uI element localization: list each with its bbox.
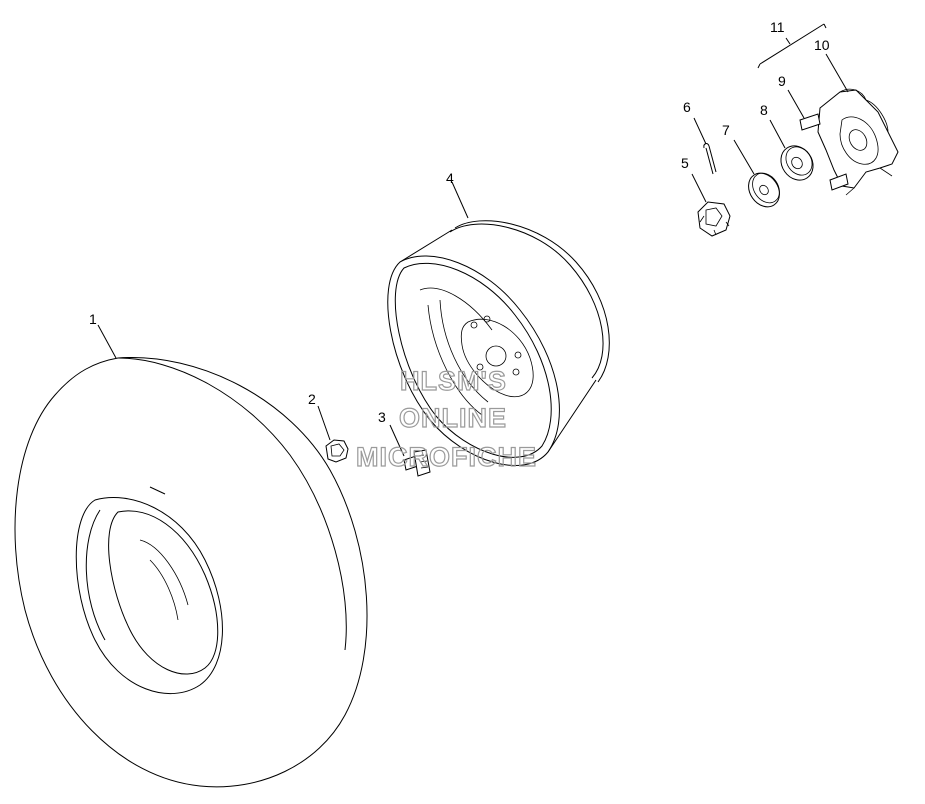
lug-nut: [317, 405, 349, 463]
callout-3: 3: [378, 409, 386, 425]
callout-2: 2: [308, 391, 316, 407]
callout-7: 7: [722, 122, 730, 138]
tire: [14, 324, 368, 788]
watermark: HLSM'S ONLINE MICROFICHE: [355, 365, 537, 472]
callout-1: 1: [89, 311, 97, 327]
callout-5: 5: [681, 155, 689, 171]
callout-9: 9: [778, 73, 786, 89]
wheel-rim: [387, 181, 610, 466]
spacer: [769, 119, 814, 181]
callout-bracket-11: [757, 23, 827, 69]
valve-stem: [389, 424, 431, 477]
castle-nut: [691, 173, 731, 237]
watermark-line-2: ONLINE: [399, 403, 507, 433]
callout-11: 11: [770, 19, 785, 35]
callout-10: 10: [814, 37, 830, 53]
callout-4: 4: [446, 170, 454, 186]
wheel-hub: [787, 88, 899, 196]
callout-6: 6: [683, 99, 691, 115]
callout-8: 8: [760, 102, 768, 118]
washer: [733, 139, 780, 208]
cotter-pin: [693, 117, 717, 175]
watermark-line-3: MICROFICHE: [356, 442, 537, 472]
watermark-line-1: HLSM'S: [400, 366, 507, 396]
